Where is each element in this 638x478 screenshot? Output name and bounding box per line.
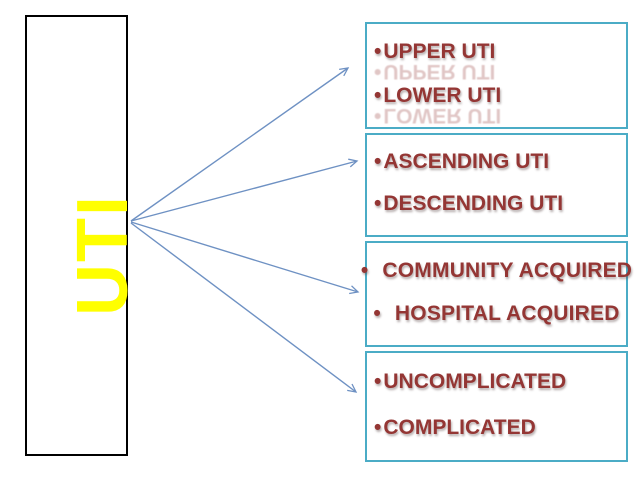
list-item: • HOSPITAL ACQUIRED bbox=[373, 302, 619, 325]
community-hospital-acquired-box: •COMMUNITY ACQUIRED •HOSPITAL ACQUIRED bbox=[361, 241, 632, 347]
item-label: ASCENDING UTI bbox=[383, 150, 550, 174]
item-label: LOWER UTI bbox=[383, 83, 502, 107]
item-label: COMPLICATED bbox=[383, 415, 536, 439]
item-label: UPPER UTI bbox=[383, 40, 496, 64]
uti-title-box: UTI bbox=[25, 15, 143, 456]
arrow-to-uncomplicated-complicated-box bbox=[130, 222, 358, 393]
bullet-icon: • bbox=[374, 150, 382, 174]
list-item: •UNCOMPLICATED bbox=[374, 370, 622, 393]
list-item: • COMMUNITY ACQUIRED bbox=[361, 259, 632, 282]
list-item: •LOWER UTI •LOWER UTI bbox=[374, 83, 622, 127]
bullet-icon: • bbox=[373, 301, 381, 325]
bullet-icon: • bbox=[374, 192, 382, 216]
item-label: COMMUNITY ACQUIRED bbox=[382, 258, 633, 282]
uti-title-label: UTI bbox=[63, 194, 143, 316]
item-label: HOSPITAL ACQUIRED bbox=[394, 301, 620, 325]
arrow-to-upper-lower-box bbox=[130, 67, 350, 222]
uncomplicated-complicated-box: •UNCOMPLICATED •COMPLICATED bbox=[365, 351, 628, 462]
ascending-descending-uti-box: •ASCENDING UTI •DESCENDING UTI bbox=[365, 133, 628, 237]
list-item: •UPPER UTI •UPPER UTI bbox=[374, 40, 622, 83]
list-item: •ASCENDING UTI bbox=[374, 150, 622, 173]
bullet-icon: • bbox=[374, 370, 382, 394]
item-label: UNCOMPLICATED bbox=[383, 370, 567, 394]
bullet-icon: • bbox=[374, 415, 382, 439]
bullet-icon: • bbox=[360, 258, 369, 282]
arrow-to-community-hospital-box bbox=[130, 221, 360, 295]
upper-lower-uti-box: •UPPER UTI •UPPER UTI •LOWER UTI •LOWER … bbox=[365, 22, 628, 129]
bullet-icon: • bbox=[374, 40, 382, 64]
arrow-to-ascending-descending-box bbox=[130, 158, 359, 222]
list-item: •DESCENDING UTI bbox=[374, 192, 622, 215]
text-reflection: •UPPER UTI bbox=[374, 60, 496, 84]
list-item: •COMPLICATED bbox=[374, 416, 622, 439]
item-label: DESCENDING UTI bbox=[383, 192, 564, 216]
text-reflection: •LOWER UTI bbox=[374, 103, 502, 127]
bullet-icon: • bbox=[374, 83, 382, 107]
